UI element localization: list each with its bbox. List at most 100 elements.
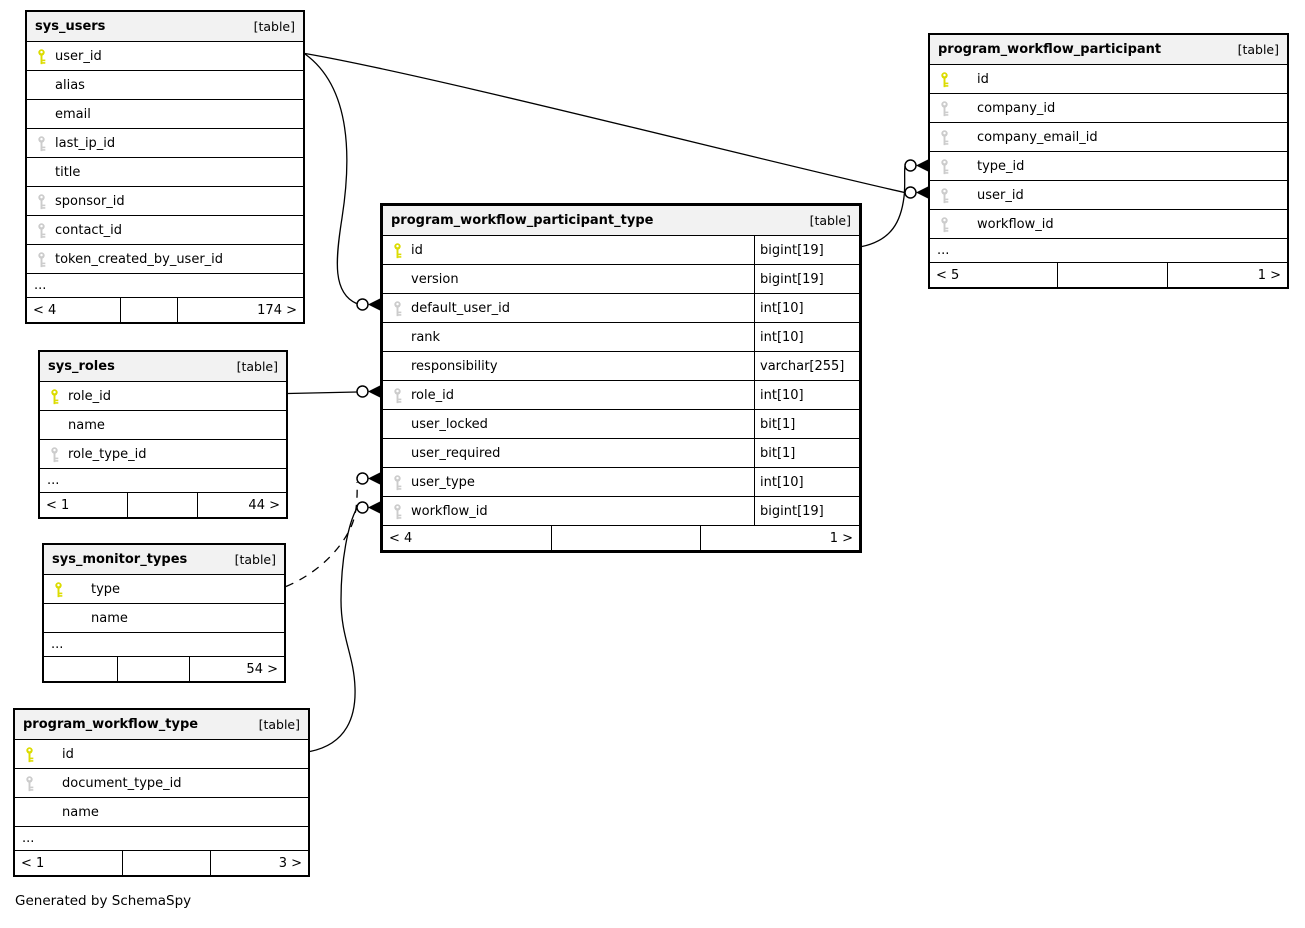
column-name: user_id (977, 187, 1024, 203)
table-program-workflow-participant[interactable]: program_workflow_participant [table] id … (928, 33, 1289, 289)
foreign-key-icon (392, 503, 405, 520)
footer-related-in (44, 657, 117, 681)
foreign-key-icon (24, 775, 37, 792)
primary-key-icon (49, 388, 62, 405)
column-name: version (411, 271, 459, 287)
column-name: type (91, 581, 121, 597)
column-name: responsibility (411, 358, 498, 374)
column-name: alias (55, 77, 85, 93)
table-tag: [table] (236, 359, 278, 374)
table-sys-users[interactable]: sys_users [table] user_id alias email la… (25, 10, 305, 324)
column-company_id: company_id (930, 93, 1287, 122)
column-name: name (91, 610, 128, 626)
column-type: bit[1] (754, 439, 859, 467)
table-title: sys_users (35, 19, 106, 34)
foreign-key-icon (392, 474, 405, 491)
table-title: program_workflow_participant (938, 42, 1162, 57)
column-email: email (27, 99, 303, 128)
table-footer: < 4 1 > (383, 525, 859, 550)
column-user_id: user_id (27, 41, 303, 70)
footer-middle (1057, 263, 1167, 287)
key-placeholder (36, 164, 49, 181)
column-user_id: user_id (930, 180, 1287, 209)
column-type: type (44, 574, 284, 603)
circle-marker-default-user-id (356, 298, 369, 311)
table-title: sys_roles (48, 359, 115, 374)
ellipsis-text: ... (34, 278, 47, 293)
table-sys-monitor-types[interactable]: sys_monitor_types [table] type name ... … (42, 543, 286, 683)
column-name: rank (411, 329, 441, 345)
table-title: program_workflow_participant_type (391, 213, 654, 228)
column-id: id bigint[19] (383, 235, 859, 264)
foreign-key-icon (939, 158, 952, 175)
footer-related-in: < 1 (46, 497, 70, 513)
column-name: company_id (977, 100, 1056, 116)
foreign-key-icon (939, 187, 952, 204)
column-last_ip_id: last_ip_id (27, 128, 303, 157)
edge-sys-roles-to-participant-type-role-id (287, 391, 358, 395)
table-header: program_workflow_type [table] (15, 710, 308, 739)
ellipsis-row: ... (44, 632, 284, 656)
ellipsis-row: ... (930, 238, 1287, 262)
footer-related-in: < 4 (33, 302, 57, 318)
table-footer: < 1 44 > (40, 492, 286, 517)
footer-rows-count: 54 > (189, 657, 284, 681)
column-type: int[10] (754, 381, 859, 409)
primary-key-icon (939, 71, 952, 88)
edge-sys-users-to-participant-type-default-user-id (304, 53, 357, 305)
ellipsis-text: ... (22, 831, 35, 846)
ellipsis-row: ... (27, 273, 303, 297)
column-user_locked: user_locked bit[1] (383, 409, 859, 438)
key-placeholder (36, 77, 49, 94)
table-footer: < 4 174 > (27, 297, 303, 322)
column-name: token_created_by_user_id (55, 251, 224, 267)
table-footer: < 1 3 > (15, 850, 308, 875)
primary-key-icon (53, 581, 66, 598)
column-role_type_id: role_type_id (40, 439, 286, 468)
ellipsis-text: ... (47, 473, 60, 488)
crowfoot-marker-default-user-id (368, 298, 380, 311)
edge-sys-users-to-participant-user-id (304, 52, 905, 194)
footer-rows-count: 44 > (197, 493, 286, 517)
footer-middle (122, 851, 210, 875)
key-placeholder (392, 358, 405, 375)
footer-rows-count: 3 > (210, 851, 308, 875)
table-header: program_workflow_participant_type [table… (383, 206, 859, 235)
footer-middle (117, 657, 189, 681)
table-tag: [table] (809, 213, 851, 228)
column-name: user_id (55, 48, 102, 64)
column-name: id (977, 71, 989, 87)
footer-middle (551, 526, 700, 550)
column-name: user_locked (411, 416, 488, 432)
table-tag: [table] (253, 19, 295, 34)
column-version: version bigint[19] (383, 264, 859, 293)
column-name: id (411, 242, 423, 258)
crowfoot-marker-workflow-id (368, 501, 380, 514)
table-title: program_workflow_type (23, 717, 199, 732)
generated-by-text: Generated by SchemaSpy (15, 893, 192, 909)
key-placeholder (392, 271, 405, 288)
column-name: email (55, 106, 91, 122)
table-program-workflow-type[interactable]: program_workflow_type [table] id documen… (13, 708, 310, 877)
column-name: role_id (68, 388, 111, 404)
edge-sys-monitor-types-to-participant-type-user-type (285, 481, 358, 588)
foreign-key-icon (939, 129, 952, 146)
table-sys-roles[interactable]: sys_roles [table] role_id name role_type… (38, 350, 288, 519)
column-type: int[10] (754, 323, 859, 351)
column-title: title (27, 157, 303, 186)
table-program-workflow-participant-type[interactable]: program_workflow_participant_type [table… (380, 203, 862, 553)
footer-middle (120, 298, 177, 322)
column-name: workflow_id (977, 216, 1054, 232)
column-name: workflow_id (411, 503, 488, 519)
foreign-key-icon (939, 216, 952, 233)
column-name: user_type (411, 474, 475, 490)
primary-key-icon (392, 242, 405, 259)
column-name: title (55, 164, 81, 180)
column-name: name (44, 603, 284, 632)
column-id: id (930, 64, 1287, 93)
column-role_id: role_id (40, 381, 286, 410)
column-role_id: role_id int[10] (383, 380, 859, 409)
circle-marker-participant-type-id (904, 159, 917, 172)
foreign-key-icon (392, 300, 405, 317)
primary-key-icon (36, 48, 49, 65)
